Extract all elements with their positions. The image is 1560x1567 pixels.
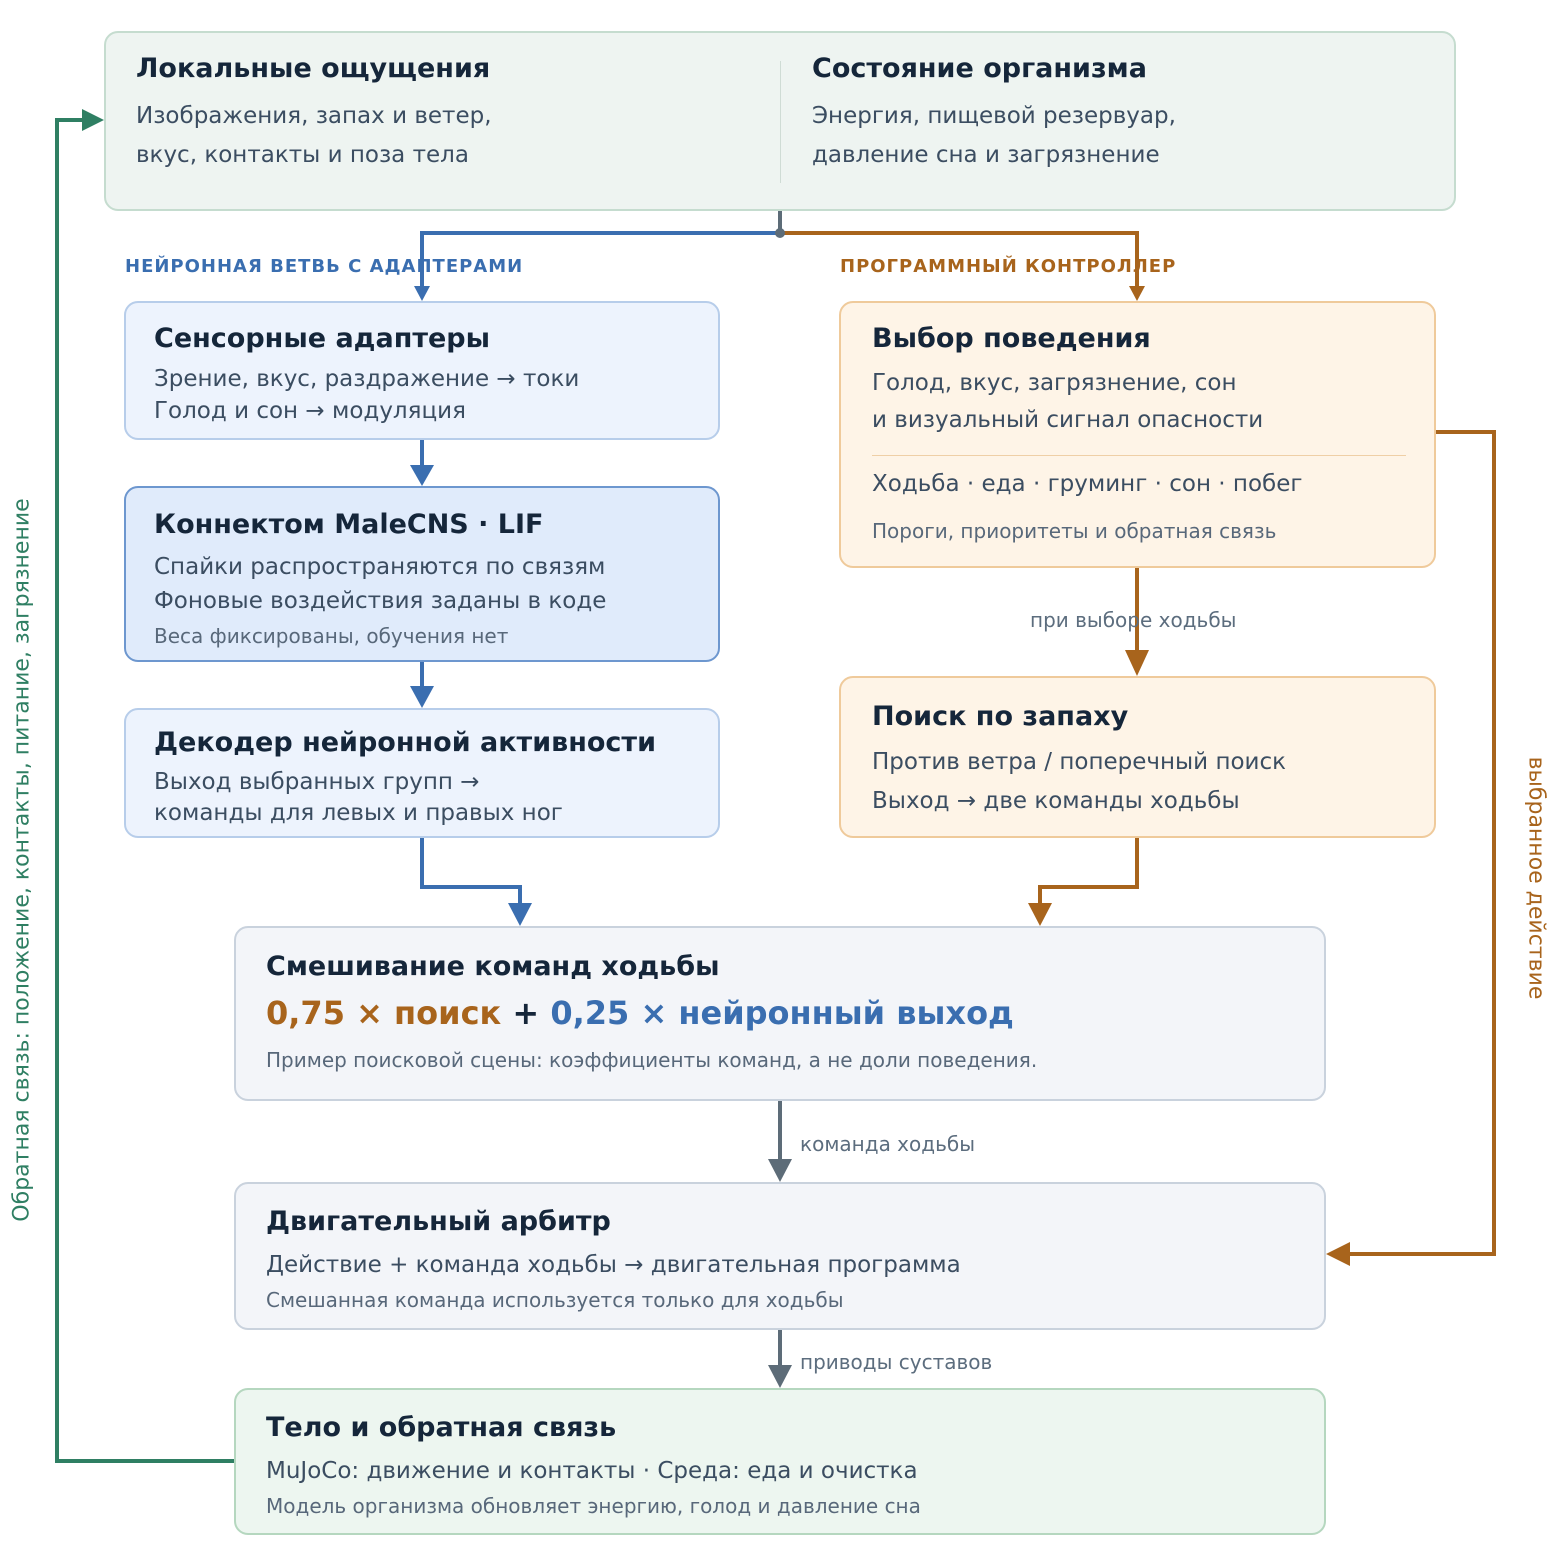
sensory-adapters-box: Сенсорные адаптеры Зрение, вкус, раздраж… (124, 301, 720, 440)
split-line-neural (420, 231, 780, 288)
selected-action-label: выбранное действие (1523, 756, 1549, 1000)
body-feedback-box: Тело и обратная связь MuJoCo: движение и… (234, 1388, 1326, 1535)
body-feedback-line1: MuJoCo: движение и контакты · Среда: еда… (266, 1458, 918, 1484)
arrowhead-arbiter (768, 1159, 792, 1182)
odor-search-line1: Против ветра / поперечный поиск (872, 749, 1287, 775)
motor-arbiter-note: Смешанная команда используется только дл… (266, 1288, 844, 1312)
motor-arbiter-title: Двигательный арбитр (266, 1206, 611, 1237)
arrowhead-body (768, 1365, 792, 1388)
odor-search-line2: Выход → две команды ходьбы (872, 788, 1240, 814)
program-branch-label: ПРОГРАММНЫЙ КОНТРОЛЛЕР (840, 256, 1177, 277)
mixing-search-term: 0,75 × поиск (266, 994, 502, 1032)
feedback-label: Обратная связь: положение, контакты, пит… (9, 498, 35, 1222)
behavior-selection-note: Пороги, приоритеты и обратная связь (872, 519, 1277, 543)
decoder-box: Декодер нейронной активности Выход выбра… (124, 708, 720, 838)
behavior-selection-box: Выбор поведения Голод, вкус, загрязнение… (839, 301, 1436, 568)
arrowhead-sensory (414, 286, 430, 301)
joint-drives-label: приводы суставов (800, 1350, 993, 1374)
input-panel: Локальные ощущения Изображения, запах и … (104, 31, 1456, 211)
local-sensations-line2: вкус, контакты и поза тела (136, 142, 469, 168)
behavior-selection-divider (872, 455, 1406, 456)
edge-decoder-mixing (420, 838, 522, 905)
motor-arbiter-line1: Действие + команда ходьбы → двигательная… (266, 1252, 961, 1278)
arrowhead-arbiter-action (1326, 1242, 1350, 1266)
behavior-selection-line1: Голод, вкус, загрязнение, сон (872, 370, 1237, 396)
mixing-box: Смешивание команд ходьбы 0,75 × поиск + … (234, 926, 1326, 1101)
arrowhead-feedback (82, 109, 104, 131)
split-dot (775, 228, 785, 238)
decoder-title: Декодер нейронной активности (154, 727, 656, 758)
mixing-plus: + (512, 994, 540, 1032)
mixing-note: Пример поисковой сцены: коэффициенты ком… (266, 1048, 1038, 1072)
decoder-line2: команды для левых и правых ног (154, 800, 563, 826)
edge-selected-action (1350, 430, 1496, 1256)
arrowhead-connectome (410, 465, 434, 486)
body-feedback-title: Тело и обратная связь (266, 1412, 617, 1443)
sensory-adapters-line2: Голод и сон → модуляция (154, 398, 466, 424)
when-walk-label: при выборе ходьбы (1030, 608, 1237, 632)
local-sensations-line1: Изображения, запах и ветер, (136, 103, 492, 129)
mixing-neural-term: 0,25 × нейронный выход (550, 994, 1014, 1032)
connectome-line1: Спайки распространяются по связям (154, 554, 606, 580)
split-line-program (780, 231, 1139, 288)
decoder-line1: Выход выбранных групп → (154, 769, 480, 795)
connectome-note: Веса фиксированы, обучения нет (154, 624, 509, 648)
arrowhead-decoder (410, 686, 434, 708)
motor-arbiter-box: Двигательный арбитр Действие + команда х… (234, 1182, 1326, 1330)
connectome-title: Коннектом MaleCNS · LIF (154, 509, 544, 540)
arrowhead-mixing-search (1028, 903, 1052, 926)
mixing-title: Смешивание команд ходьбы (266, 951, 720, 982)
odor-search-title: Поиск по запаху (872, 701, 1129, 732)
organism-state-title: Состояние организма (812, 53, 1147, 84)
organism-state-line1: Энергия, пищевой резервуар, (812, 103, 1176, 129)
odor-search-box: Поиск по запаху Против ветра / поперечны… (839, 676, 1436, 838)
behavior-options: Ходьба · еда · груминг · сон · побег (872, 471, 1303, 497)
walk-command-label: команда ходьбы (800, 1132, 975, 1156)
local-sensations-title: Локальные ощущения (136, 53, 491, 84)
behavior-selection-line2: и визуальный сигнал опасности (872, 407, 1264, 433)
behavior-selection-title: Выбор поведения (872, 323, 1151, 354)
arrowhead-behavior (1129, 286, 1145, 301)
mixing-formula: 0,75 × поиск + 0,25 × нейронный выход (266, 994, 1014, 1032)
body-feedback-note: Модель организма обновляет энергию, голо… (266, 1494, 921, 1518)
sensory-adapters-line1: Зрение, вкус, раздражение → токи (154, 366, 580, 392)
arrowhead-mixing-neural (508, 903, 532, 926)
neural-branch-label: НЕЙРОННАЯ ВЕТВЬ С АДАПТЕРАМИ (125, 256, 524, 277)
input-panel-divider (780, 61, 781, 183)
sensory-adapters-title: Сенсорные адаптеры (154, 323, 491, 354)
arrowhead-odor (1125, 650, 1149, 676)
edge-odor-mixing (1038, 838, 1139, 905)
edge-feedback-loop (55, 118, 234, 1463)
connectome-box: Коннектом MaleCNS · LIF Спайки распростр… (124, 486, 720, 662)
connectome-line2: Фоновые воздействия заданы в коде (154, 588, 607, 614)
organism-state-line2: давление сна и загрязнение (812, 142, 1160, 168)
